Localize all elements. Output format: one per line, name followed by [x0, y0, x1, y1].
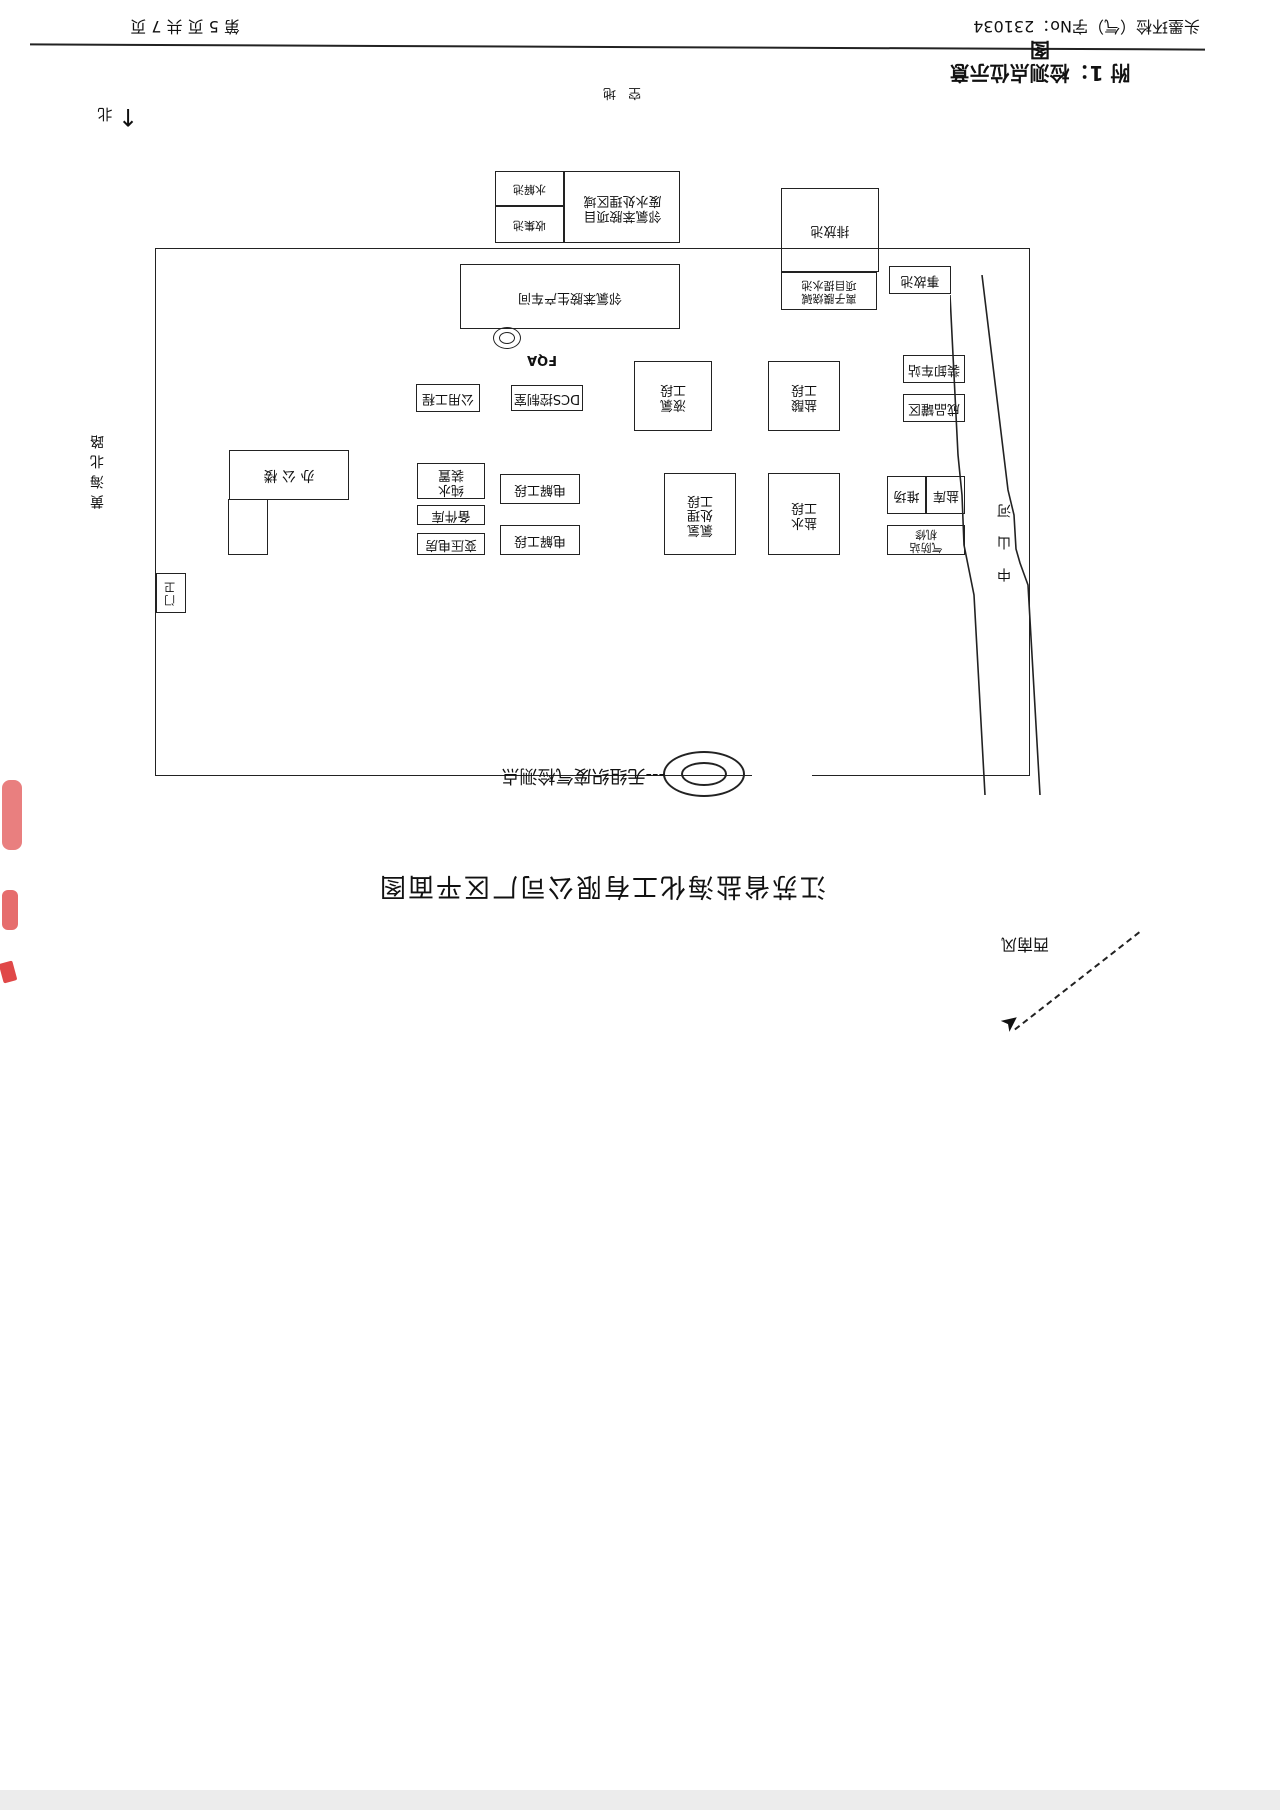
entrance-gap — [752, 772, 812, 780]
storage-yard-label: 堆场 — [893, 488, 920, 504]
electrolysis-2-label: 电解工段 — [514, 482, 567, 498]
chlorine-treatment-label: 氯氢 处理 工段 — [687, 492, 714, 538]
empty-land-label: 空 地 — [598, 85, 642, 101]
stamp-fragment-3 — [2, 780, 22, 850]
electrolysis-1-label: 电解工段 — [514, 533, 567, 549]
road-label: 黄海北路 — [89, 429, 106, 509]
wind-label: 西南风 — [1001, 935, 1050, 955]
sample-point-inner — [499, 332, 515, 344]
pvc-workshop-label: 邻氯苯胺生产车间 — [518, 289, 623, 305]
hydrolysis-pool-label: 水解池 — [513, 182, 546, 196]
office-label: 办 公 楼 — [263, 467, 315, 484]
dcs-label: DCS控制室 — [513, 391, 581, 407]
north-arrow: ↑ — [117, 102, 139, 131]
sample-point-label: FQA — [527, 352, 557, 368]
transformer-label: 变压电房 — [425, 537, 478, 553]
legend-symbol-inner — [681, 762, 727, 786]
page-info: 第 5 页 共 7 页 — [130, 17, 240, 37]
appendix-title: 附 1：检测点位示意图 — [949, 38, 1131, 85]
hcl-label: 盐酸 工段 — [791, 382, 818, 412]
spare-parts-label: 备件库 — [431, 508, 471, 524]
pvc-project-label: 邻氯苯胺项目 废水处理区域 — [583, 193, 662, 223]
river-bank-right — [950, 294, 986, 795]
ion-membrane-label: 离子膜烧碱 项目提水池 — [801, 279, 857, 305]
river-banks — [950, 275, 1041, 795]
liquid-chlorine-label: 液氯 工段 — [660, 382, 687, 412]
river-bank-left — [981, 275, 1041, 795]
stamp-fragment-2 — [2, 890, 18, 930]
wind-arrowhead: ➤ — [995, 1007, 1026, 1039]
pure-water-label: 纯水 装置 — [438, 467, 465, 497]
gate-label: 门卫 — [163, 580, 177, 606]
stamp-fragment-1 — [0, 960, 18, 984]
collection-pool-label: 收集池 — [513, 219, 546, 233]
utility-label: 公用工程 — [422, 391, 475, 407]
plan-title: 江苏省盐海化工有限公司厂区平面图 — [378, 870, 827, 901]
brine-label: 盐水 工段 — [791, 500, 818, 530]
scanner-edge — [0, 1790, 1280, 1810]
north-label: 北 — [97, 104, 113, 123]
legend-label: ---无组织废气检测点 — [501, 765, 666, 787]
drain-pool-label: 排放池 — [810, 223, 850, 239]
accident-pool-label: 事故池 — [900, 273, 940, 289]
office-annex — [228, 499, 268, 555]
doc-number: 头墨环检（气）字No：231034 — [973, 17, 1200, 37]
river-label: 中山河 — [996, 486, 1013, 582]
